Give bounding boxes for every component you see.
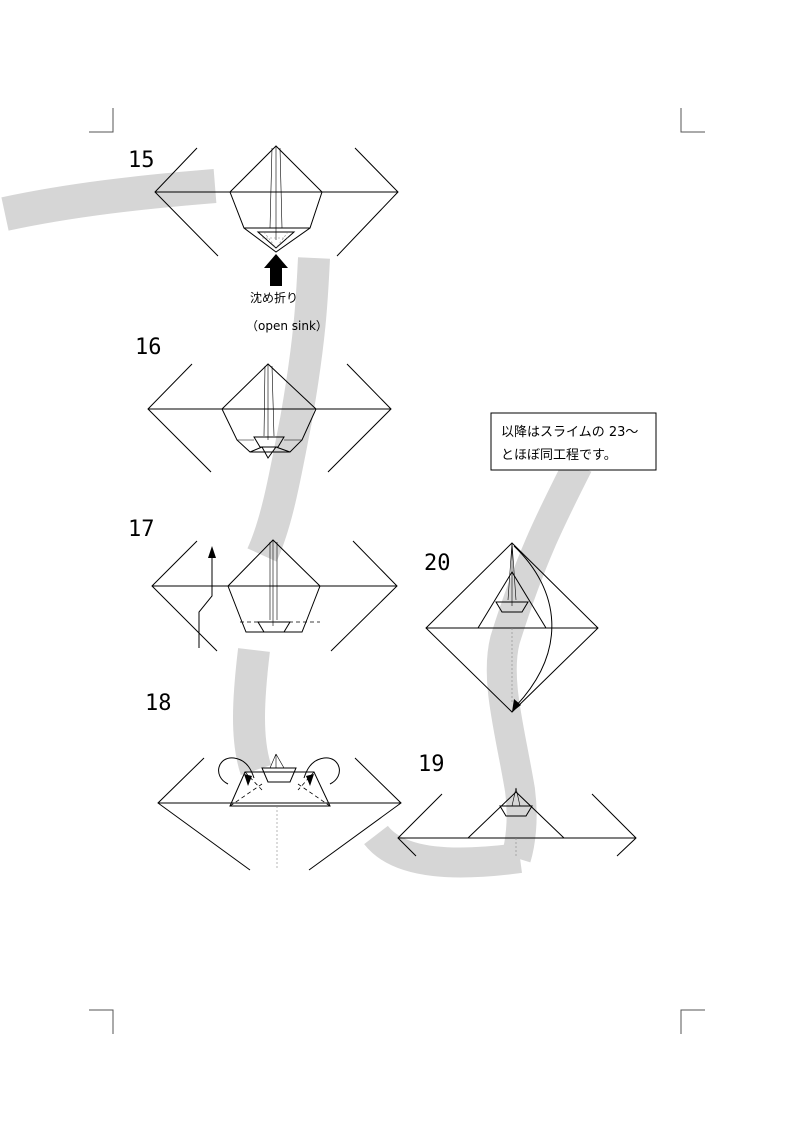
ribbon-right — [486, 458, 592, 863]
step18-trapezoid — [229, 771, 331, 807]
step15-small-triangle — [256, 231, 296, 249]
note-box: 以降はスライムの 23～ とほぼ同工程です。 — [490, 412, 657, 471]
crop-mark-bottom-left — [89, 1009, 114, 1034]
crop-mark-top-left — [89, 108, 114, 133]
step15-dotted-guides — [262, 231, 290, 249]
crop-marks — [89, 108, 705, 1034]
step-number-17: 17 — [128, 517, 155, 542]
step15-flap-right — [336, 147, 399, 257]
step20-fold-arrow — [513, 545, 553, 707]
step19-flap-right — [591, 793, 637, 857]
step-18: 18 — [145, 691, 402, 871]
step-number-18: 18 — [145, 691, 172, 716]
step15-center-spike — [269, 146, 283, 240]
step18-curl-arrow-right — [303, 757, 340, 785]
step18-boat-peak — [269, 753, 285, 769]
step-20: 20 — [424, 542, 599, 713]
step15-push-arrow — [264, 254, 288, 286]
step-number-16: 16 — [135, 335, 162, 360]
step17-pleat-arrow — [198, 558, 213, 648]
step16-sink-notch — [249, 446, 291, 459]
step-17: 17 — [128, 517, 398, 652]
step-19: 19 — [397, 752, 637, 857]
step20-small-boat — [495, 601, 529, 613]
step18-curl-arrowhead-left — [244, 774, 252, 786]
step17-flap-right — [330, 540, 398, 652]
step20-fold-arrowhead — [512, 699, 521, 712]
ribbon-lower-middle — [233, 648, 272, 776]
step-number-19: 19 — [418, 752, 445, 777]
step16-flap-right — [327, 363, 392, 473]
step18-small-boat — [261, 767, 297, 783]
step-15: 15 沈め折り （open sink） — [128, 145, 399, 333]
step16-center-body — [221, 363, 317, 453]
step-number-20: 20 — [424, 551, 451, 576]
step19-boat-peak — [511, 787, 521, 807]
step-16: 16 — [135, 335, 392, 473]
crop-mark-bottom-right — [680, 1009, 705, 1034]
step18-valley-lines — [229, 771, 331, 807]
step20-center-spike — [507, 542, 517, 606]
step17-pleat-arrowhead — [208, 546, 216, 558]
step-number-15: 15 — [128, 148, 155, 173]
flow-ribbon — [1, 169, 592, 878]
step18-curl-arrow-left — [218, 757, 255, 785]
ribbon-bottom-curve — [364, 824, 522, 878]
ribbon-upper-middle — [247, 257, 330, 562]
step15-center-diamond — [229, 145, 323, 253]
note-line-2: とほぼ同工程です。 — [501, 448, 617, 463]
ribbon-top — [1, 169, 217, 231]
step17-small-boat — [257, 621, 291, 633]
step18-flap-left — [157, 757, 251, 871]
step19-small-boat — [499, 805, 533, 817]
step16-flap-left — [147, 363, 212, 473]
step17-flap-left — [151, 540, 218, 652]
step18-curl-arrowhead-right — [306, 774, 314, 786]
note-box-frame — [490, 412, 657, 471]
note-line-1: 以降はスライムの 23～ — [501, 425, 638, 440]
step16-center-spike — [263, 364, 275, 440]
open-sink-label-en: （open sink） — [246, 319, 328, 333]
step17-center-spike — [269, 540, 278, 626]
open-sink-label-jp: 沈め折り — [250, 290, 298, 305]
step16-small-boat — [253, 436, 285, 448]
crop-mark-top-right — [680, 108, 705, 133]
